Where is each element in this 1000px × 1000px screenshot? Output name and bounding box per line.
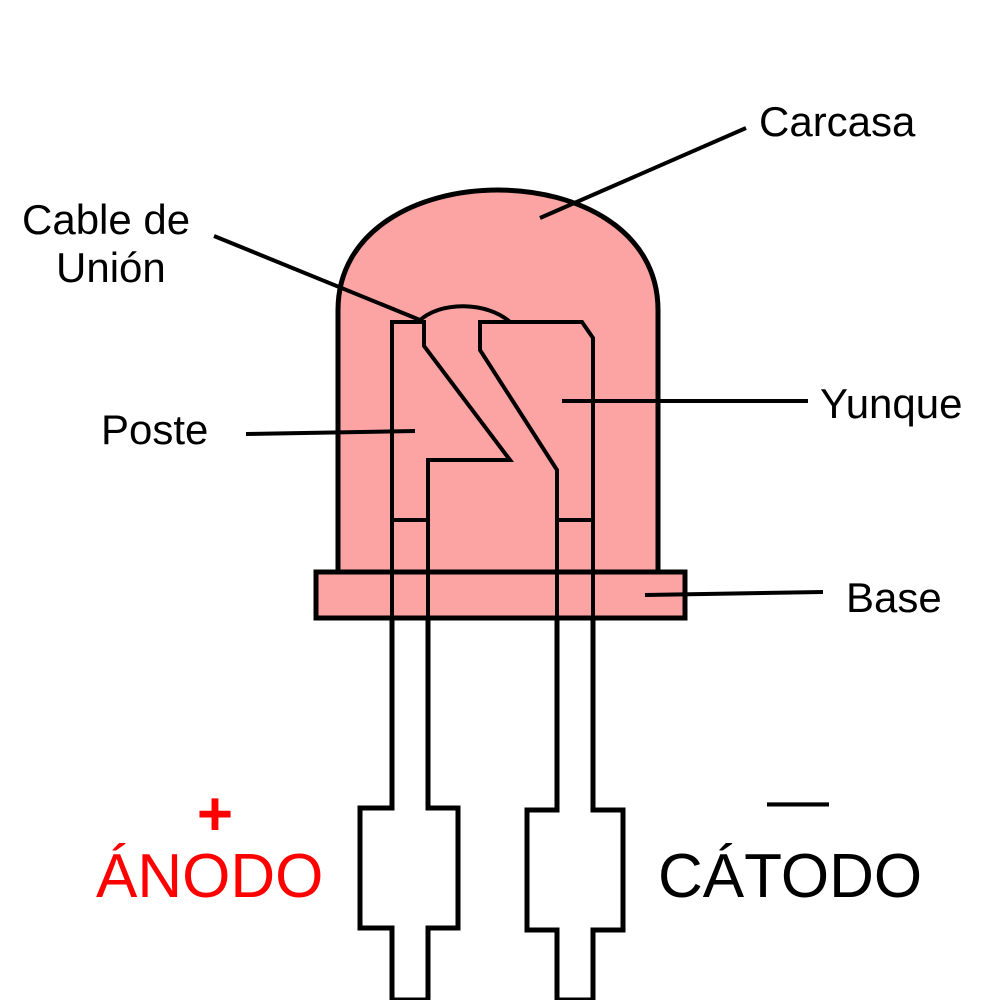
base-leader: [644, 590, 824, 597]
bond-wire-label-line1: Cable de: [22, 196, 190, 243]
anode-symbol: +: [197, 780, 233, 849]
anode-lead-wire: [357, 615, 461, 1000]
post-label: Poste: [101, 406, 208, 453]
post-outline: [390, 320, 515, 618]
casing-label: Carcasa: [759, 98, 916, 145]
bond-wire: [416, 304, 512, 324]
cathode-label: CÁTODO: [658, 842, 922, 911]
cathode-symbol: —: [767, 765, 829, 834]
bond-wire-leader: [213, 234, 421, 322]
post-leader: [245, 429, 416, 436]
cathode-lead-wire: [524, 615, 626, 1000]
anode-label: ÁNODO: [96, 842, 323, 911]
anvil-outline: [478, 320, 595, 618]
base-label: Base: [846, 574, 942, 621]
casing-leader: [539, 126, 747, 220]
cathode-lead: [524, 615, 626, 1000]
bond-wire-label-line2: Unión: [56, 244, 166, 291]
anode-lead: [357, 615, 461, 1000]
base-flange: [313, 569, 688, 621]
anvil-label: Yunque: [820, 380, 963, 427]
